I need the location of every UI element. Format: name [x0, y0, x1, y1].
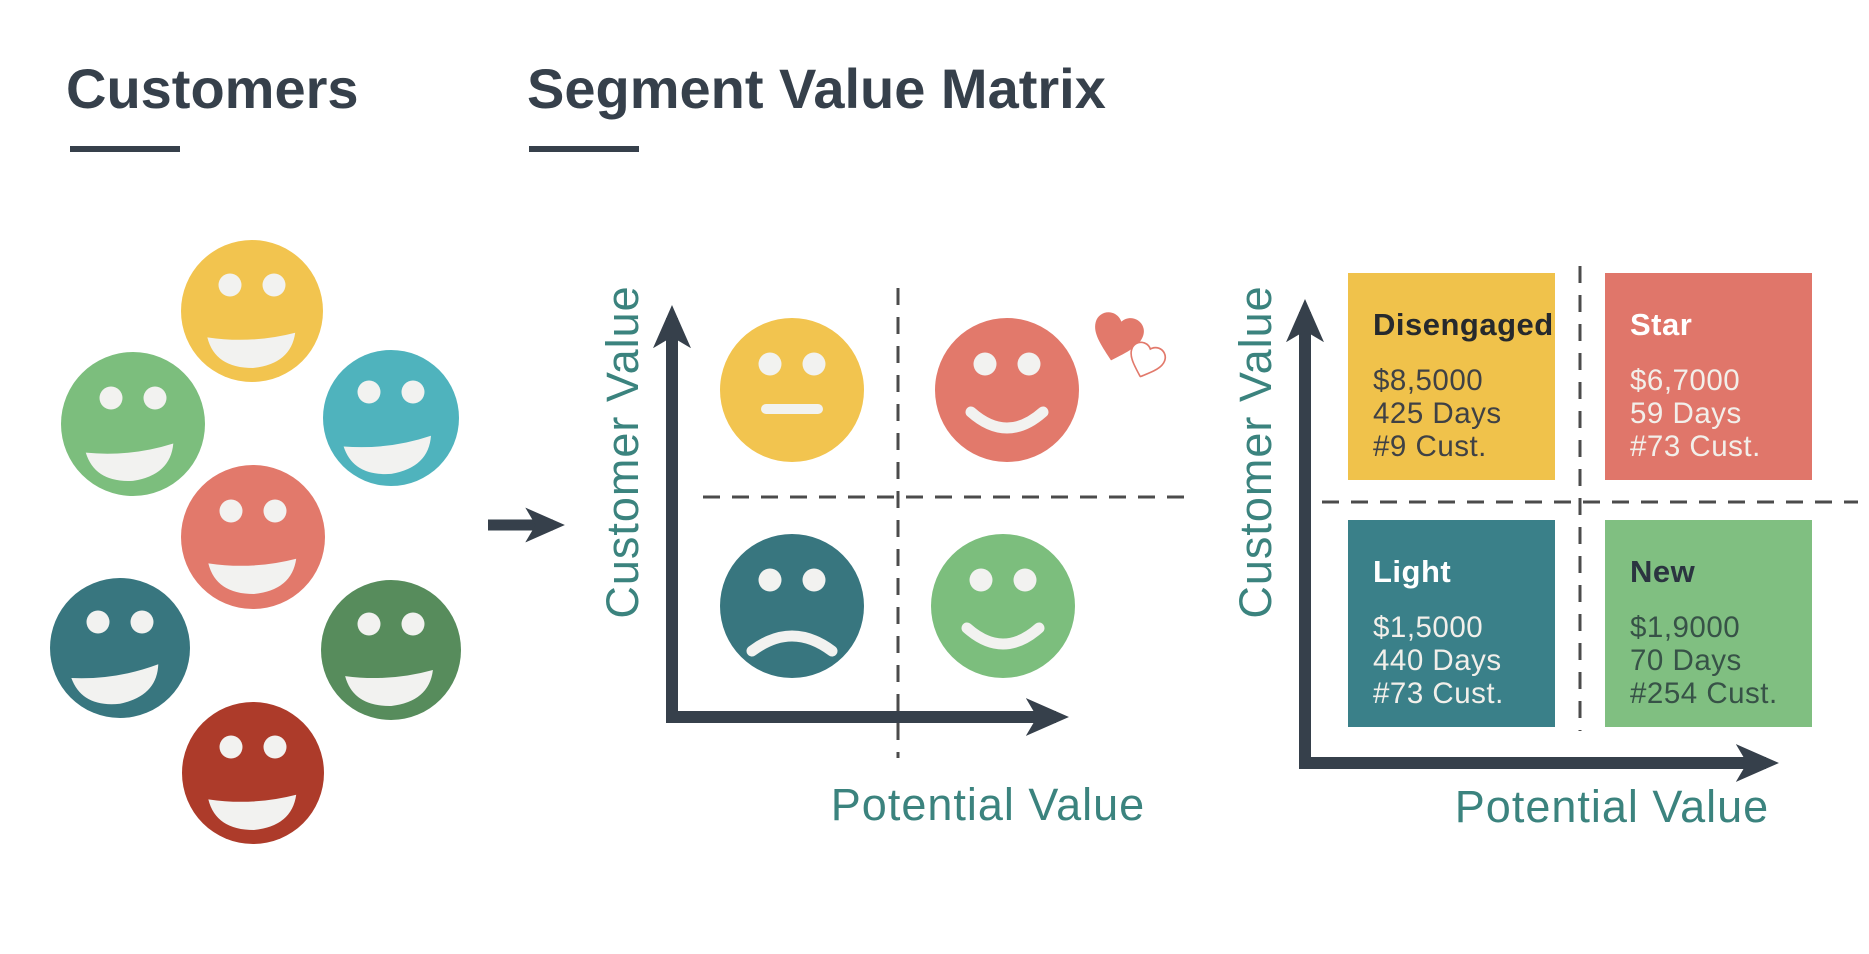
- segment-card-value: $8,5000: [1373, 364, 1483, 397]
- customer-face-yellow-icon: [181, 240, 323, 382]
- customer-face-dark-teal-icon: [50, 578, 190, 718]
- segment-card-disengaged: Disengaged $8,5000 425 Days #9 Cust.: [1348, 273, 1555, 480]
- customer-face-dark-green-icon: [321, 580, 461, 720]
- segment-card-customers: #73 Cust.: [1630, 430, 1761, 463]
- segment-card-light: Light $1,5000 440 Days #73 Cust.: [1348, 520, 1555, 727]
- segment-card-value: $6,7000: [1630, 364, 1740, 397]
- customer-face-cyan-icon: [323, 350, 459, 486]
- customers-title-underline: [70, 146, 180, 152]
- faces-matrix-y-axis-label: Customer Value: [597, 285, 648, 618]
- love-hearts-icon: [1087, 309, 1169, 383]
- segment-card-days: 440 Days: [1373, 644, 1502, 677]
- segment-card-customers: #9 Cust.: [1373, 430, 1487, 463]
- matrix-title: Segment Value Matrix: [527, 57, 1106, 120]
- segment-card-light-bg: [1348, 520, 1555, 727]
- customer-face-light-green-icon: [61, 352, 205, 496]
- segment-card-days: 59 Days: [1630, 397, 1742, 430]
- segment-card-customers: #254 Cust.: [1630, 677, 1778, 710]
- customer-face-salmon-icon: [181, 465, 325, 609]
- faces-matrix-x-axis-label: Potential Value: [831, 779, 1145, 830]
- cards-matrix-y-axis-label: Customer Value: [1230, 285, 1281, 618]
- customer-face-dark-red-icon: [182, 702, 324, 844]
- segment-card-title: Disengaged: [1373, 307, 1554, 342]
- faces-matrix: Customer Value Potential Value: [597, 285, 1186, 830]
- face-happy-icon: [931, 534, 1075, 678]
- segment-card-days: 425 Days: [1373, 397, 1502, 430]
- segment-card-new-bg: [1605, 520, 1812, 727]
- segment-card-title: Star: [1630, 307, 1692, 342]
- face-neutral-icon: [720, 318, 864, 462]
- segment-card-customers: #73 Cust.: [1373, 677, 1504, 710]
- segment-card-star-bg: [1605, 273, 1812, 480]
- cards-matrix-x-axis-label: Potential Value: [1455, 781, 1769, 832]
- matrix-title-underline: [529, 146, 639, 152]
- face-sad-icon: [720, 534, 864, 678]
- segment-cards-matrix: Customer Value Potential Value Disengage…: [1230, 266, 1858, 832]
- segment-card-title: Light: [1373, 554, 1451, 589]
- segment-card-new: New $1,9000 70 Days #254 Cust.: [1605, 520, 1812, 727]
- customers-cluster: [50, 240, 461, 844]
- customers-title: Customers: [66, 57, 359, 120]
- face-in-love-icon: [935, 309, 1169, 462]
- segment-card-title: New: [1630, 554, 1696, 589]
- segment-card-disengaged-bg: [1348, 273, 1555, 480]
- segment-card-value: $1,5000: [1373, 611, 1483, 644]
- segment-card-star: Star $6,7000 59 Days #73 Cust.: [1605, 273, 1812, 480]
- segment-card-value: $1,9000: [1630, 611, 1740, 644]
- segment-card-days: 70 Days: [1630, 644, 1742, 677]
